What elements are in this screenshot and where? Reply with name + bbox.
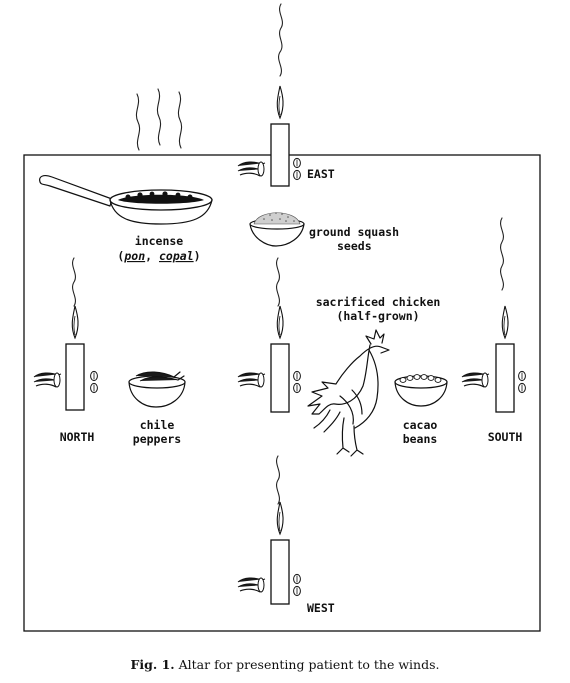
chile-pepper-icon: [237, 161, 266, 177]
flame-icon: [276, 85, 284, 119]
chicken-icon: [307, 329, 390, 457]
candle-icon: [65, 343, 85, 411]
flame-icon: [501, 305, 509, 339]
squash-label-1: ground squash: [309, 225, 399, 239]
chile-pepper-icon: [237, 372, 266, 388]
smoke-icon: [278, 3, 283, 77]
chile-pepper-icon: [461, 372, 490, 388]
south-candle-group: [461, 217, 526, 413]
chile-label-2: peppers: [133, 432, 181, 446]
north-label: NORTH: [60, 430, 95, 444]
copal-label: copal: [159, 249, 194, 263]
squash-label-2: seeds: [337, 239, 372, 253]
smoke-icon: [276, 455, 280, 505]
west-candle-group: WEST: [237, 455, 335, 615]
cacao-label-1: cacao: [403, 418, 438, 432]
candle-icon: [270, 343, 290, 413]
caption-text: Altar for presenting patient to the wind…: [175, 657, 440, 672]
smoke-icon: [72, 257, 76, 307]
chile-pepper-icon: [33, 372, 62, 388]
seeds-mound-icon: [253, 212, 301, 225]
center-candle-group: [237, 257, 301, 413]
incense-label: incense: [135, 234, 184, 248]
figure-number: Fig. 1.: [131, 657, 175, 672]
figure-caption: Fig. 1. Altar for presenting patient to …: [131, 657, 440, 672]
flame-icon: [276, 501, 284, 535]
cacao-bean-icon: [90, 370, 98, 394]
candle-icon: [270, 123, 290, 187]
smoke-icon: [500, 217, 504, 291]
squash-seeds-bowl: [249, 212, 305, 247]
pon-label: pon: [123, 249, 145, 263]
cacao-label-2: beans: [403, 432, 438, 446]
cacao-beans-bowl: [394, 374, 448, 407]
pan-handle-icon: [39, 175, 113, 207]
incense-sublabel: (pon, copal): [117, 249, 200, 263]
cacao-bean-icon: [293, 157, 301, 181]
south-label: SOUTH: [488, 430, 523, 444]
cacao-bean-icon: [293, 573, 301, 597]
cacao-bean-icon: [293, 370, 301, 394]
chicken-label-1: sacrificed chicken: [316, 295, 441, 309]
candle-icon: [495, 343, 515, 413]
east-label: EAST: [307, 167, 335, 181]
bowl-icon: [394, 381, 448, 407]
north-candle-group: [33, 257, 98, 411]
bowl-icon: [249, 223, 305, 247]
flame-icon: [276, 305, 284, 339]
chile-label-1: chile: [140, 418, 175, 432]
smoke-icon: [276, 257, 280, 307]
bowl-icon: [128, 381, 186, 408]
cacao-bean-icon: [518, 370, 526, 394]
west-label: WEST: [307, 601, 335, 615]
east-candle-group: EAST: [237, 3, 335, 187]
chile-peppers-bowl: [128, 371, 186, 408]
flame-icon: [71, 305, 79, 339]
candle-icon: [270, 539, 290, 605]
incense-burner: [39, 88, 213, 225]
chicken-label-2: (half-grown): [336, 309, 419, 323]
chile-pepper-icon: [237, 577, 266, 593]
